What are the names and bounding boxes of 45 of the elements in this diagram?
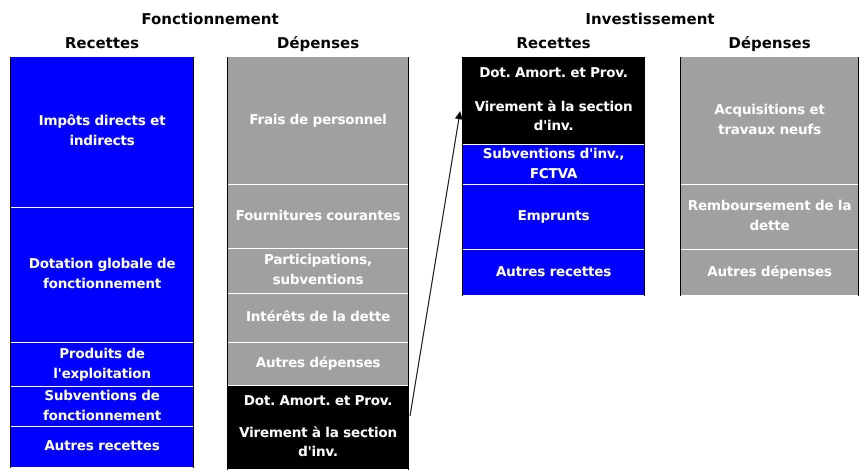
block-label: Subventions de fonctionnement bbox=[42, 386, 162, 426]
budget-block bbox=[228, 386, 408, 470]
section-heading: Fonctionnement bbox=[140, 10, 280, 28]
block-label: Produits de l'exploitation bbox=[52, 344, 152, 384]
budget-block bbox=[11, 208, 193, 343]
block-label: Fournitures courantes bbox=[234, 206, 402, 226]
budget-block bbox=[681, 250, 858, 296]
block-label: Autres dépenses bbox=[254, 354, 382, 374]
section-heading: Investissement bbox=[584, 10, 716, 28]
budget-block bbox=[228, 57, 408, 185]
block-label: Dot. Amort. et Prov. bbox=[478, 64, 629, 84]
budget-block bbox=[463, 185, 644, 250]
block-label: Frais de personnel bbox=[248, 110, 388, 130]
block-label: Virement à la section d'inv. bbox=[474, 98, 634, 136]
block-label: Virement à la section d'inv. bbox=[238, 424, 398, 462]
arrow bbox=[410, 111, 463, 416]
block-label: Autres recettes bbox=[494, 262, 612, 282]
block-label: Autres dépenses bbox=[706, 262, 833, 282]
block-label: Impôts directs et indirects bbox=[38, 112, 166, 151]
column-heading: Recettes bbox=[515, 34, 592, 52]
budget-block bbox=[463, 145, 644, 185]
block-label: Remboursement de la dette bbox=[686, 197, 852, 236]
block-label: Dotation globale de fonctionnement bbox=[28, 255, 176, 294]
budget-block bbox=[228, 294, 408, 343]
budget-block bbox=[681, 57, 858, 185]
budget-block bbox=[463, 250, 644, 296]
budget-block bbox=[228, 249, 408, 294]
column-heading: Dépenses bbox=[276, 34, 360, 52]
budget-block bbox=[228, 185, 408, 249]
budget-block bbox=[11, 57, 193, 208]
column-heading: Dépenses bbox=[727, 34, 812, 52]
block-label: Participations, subventions bbox=[263, 251, 373, 290]
block-label: Intérêts de la dette bbox=[244, 308, 392, 328]
block-label: Acquisitions et travaux neufs bbox=[713, 100, 826, 140]
budget-block bbox=[11, 387, 193, 427]
budget-block bbox=[681, 185, 858, 250]
budget-block bbox=[228, 343, 408, 386]
block-label: Autres recettes bbox=[43, 437, 161, 456]
block-label: Dot. Amort. et Prov. bbox=[242, 392, 394, 412]
block-label: Subventions d'inv., FCTVA bbox=[482, 144, 626, 184]
budget-block bbox=[11, 427, 193, 468]
budget-block bbox=[11, 343, 193, 387]
column-heading: Recettes bbox=[64, 34, 140, 52]
budget-block bbox=[463, 57, 644, 145]
block-label: Emprunts bbox=[516, 207, 590, 226]
